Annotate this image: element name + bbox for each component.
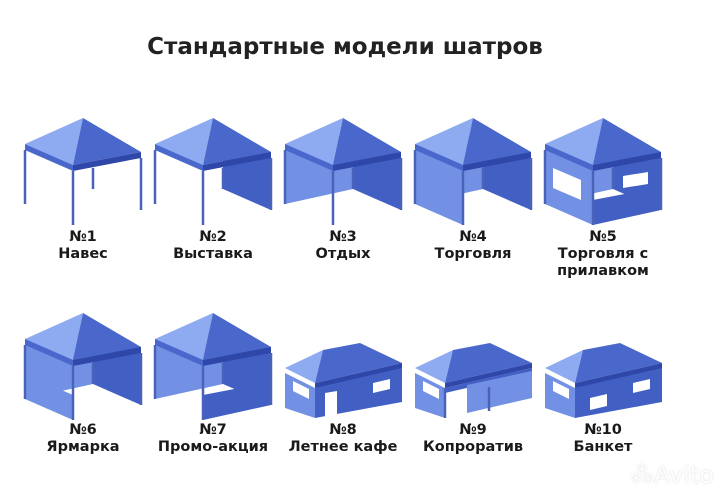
roof-left [155, 313, 213, 360]
valance-front [315, 363, 402, 388]
tent-name: Торговля с прилавком [557, 246, 649, 279]
wall-back-inner [467, 371, 532, 413]
roof-left [415, 350, 453, 383]
tent-number: №1 [69, 229, 97, 245]
valance-left [285, 144, 333, 171]
tent-name: Отдых [315, 246, 371, 262]
tent-number: №9 [459, 422, 487, 438]
valance-left [155, 339, 203, 366]
valance-front [333, 152, 401, 171]
roof-left [285, 350, 323, 383]
tent-number: №2 [199, 229, 227, 245]
tent-number: №3 [329, 229, 357, 245]
roof-left [25, 313, 83, 360]
window [553, 381, 569, 399]
roof-left [415, 118, 473, 165]
tent-number: №4 [459, 229, 487, 245]
roof-right [203, 313, 271, 360]
wall-front-half [593, 187, 661, 225]
wall-left [415, 373, 445, 418]
window [623, 172, 648, 188]
tent-model-3 [283, 118, 403, 225]
window [423, 381, 439, 399]
valance-left [25, 339, 73, 366]
roof-front [315, 343, 402, 383]
roof-right [333, 118, 401, 165]
tent-model-4 [413, 118, 533, 225]
valance-front [463, 152, 531, 171]
door [325, 391, 337, 417]
window [553, 168, 581, 200]
tent-model-9 [415, 343, 532, 418]
valance-front [445, 363, 532, 388]
tent-number: №5 [589, 229, 617, 245]
valance-left [415, 144, 463, 171]
window [633, 379, 650, 393]
valance-front [203, 152, 271, 171]
roof-right [73, 118, 141, 165]
valance-front [203, 347, 271, 366]
wall-left [545, 373, 575, 418]
valance-front [593, 152, 661, 171]
valance-left [545, 144, 593, 171]
roof-right [593, 118, 661, 165]
tent-number: №10 [584, 422, 622, 438]
tent-name: Выставка [173, 246, 253, 262]
valance-left [155, 144, 203, 171]
tent-name: Ярмарка [46, 439, 120, 455]
window [373, 379, 390, 393]
roof-right [463, 118, 531, 165]
tent-model-10 [545, 343, 662, 418]
valance-front [575, 363, 662, 388]
window [590, 394, 607, 410]
valance-front [73, 152, 141, 171]
tent-name: Копроратив [422, 439, 524, 455]
tent-number: №8 [329, 422, 357, 438]
tent-model-2 [153, 118, 273, 225]
roof-front [575, 343, 662, 383]
roof-left [545, 350, 583, 383]
roof-left [545, 118, 603, 165]
wall-left [285, 373, 315, 418]
window [293, 381, 309, 399]
roof-left [25, 118, 83, 165]
roof-left [285, 118, 343, 165]
tent-name: Банкет [573, 439, 633, 455]
tent-model-6 [23, 313, 143, 420]
tent-model-1 [23, 118, 143, 225]
avito-watermark-logo: ⁂Avito [630, 461, 714, 489]
wall-front-half [203, 382, 271, 420]
wall-left-half [25, 374, 73, 420]
valance-front [73, 347, 141, 366]
tent-model-7 [153, 313, 273, 420]
roof-left [155, 118, 213, 165]
roof-front [445, 343, 532, 383]
tent-number: №7 [199, 422, 227, 438]
tent-model-8 [285, 343, 402, 418]
tent-number: №6 [69, 422, 97, 438]
tent-model-5 [543, 118, 663, 225]
roof-right [203, 118, 271, 165]
roof-right [73, 313, 141, 360]
page-title: Стандартные модели шатров [147, 34, 543, 60]
tent-name: Торговля [434, 246, 512, 262]
valance-left [25, 144, 73, 171]
tent-name: Летнее кафе [288, 439, 398, 455]
tent-name: Навес [58, 246, 108, 262]
tent-name: Промо-акция [157, 439, 269, 455]
